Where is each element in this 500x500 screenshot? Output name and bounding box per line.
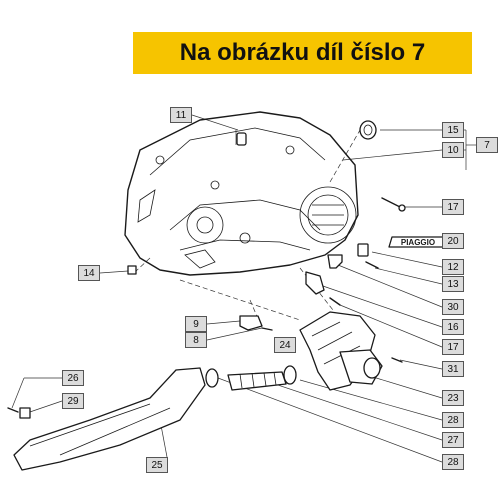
screw-14 — [127, 265, 137, 275]
leader-lines — [11, 114, 476, 463]
grommet-15 — [359, 120, 377, 140]
banner-title: Na obrázku díl číslo 7 — [179, 39, 426, 66]
callout-12[interactable]: 12 — [442, 259, 464, 275]
callout-30[interactable]: 30 — [442, 299, 464, 315]
clip-9 — [239, 315, 263, 331]
callout-7[interactable]: 7 — [476, 137, 498, 153]
clamp-16 — [305, 271, 325, 295]
callout-11[interactable]: 11 — [170, 107, 192, 123]
hose-clamp-28-left — [205, 368, 219, 388]
part-number-banner: Na obrázku díl číslo 7 — [133, 32, 472, 74]
screw-17-middle — [329, 297, 341, 306]
piaggio-decal: PIAGGIO — [388, 236, 449, 248]
callout-10[interactable]: 10 — [442, 142, 464, 158]
screw-8 — [261, 327, 273, 331]
callout-17-top[interactable]: 17 — [442, 199, 464, 215]
callout-28-upper[interactable]: 28 — [442, 412, 464, 428]
decal-text: PIAGGIO — [401, 238, 435, 247]
air-duct-25 — [13, 367, 206, 471]
screw-26 — [7, 407, 19, 413]
callout-14[interactable]: 14 — [78, 265, 100, 281]
callout-24[interactable]: 24 — [274, 337, 296, 353]
callout-26[interactable]: 26 — [62, 370, 84, 386]
callout-31[interactable]: 31 — [442, 361, 464, 377]
callout-9[interactable]: 9 — [185, 316, 207, 332]
callout-17-middle[interactable]: 17 — [442, 339, 464, 355]
callout-28-lower[interactable]: 28 — [442, 454, 464, 470]
callout-16[interactable]: 16 — [442, 319, 464, 335]
nut-29 — [19, 407, 31, 419]
callout-23[interactable]: 23 — [442, 390, 464, 406]
bushing-11 — [236, 132, 247, 146]
crankcase-cover — [124, 111, 359, 276]
callout-8[interactable]: 8 — [185, 332, 207, 348]
bracket-30 — [327, 254, 343, 269]
screw-13 — [365, 261, 379, 269]
hose-27 — [227, 371, 287, 391]
callout-20[interactable]: 20 — [442, 233, 464, 249]
callout-29[interactable]: 29 — [62, 393, 84, 409]
intake-elbow-23 — [339, 349, 383, 385]
callout-13[interactable]: 13 — [442, 276, 464, 292]
screw-31 — [391, 357, 403, 363]
callout-15[interactable]: 15 — [442, 122, 464, 138]
callout-27[interactable]: 27 — [442, 432, 464, 448]
hose-clamp-28-right — [283, 365, 297, 385]
callout-25[interactable]: 25 — [146, 457, 168, 473]
clip-12 — [357, 243, 369, 257]
screw-17-top — [381, 197, 406, 212]
